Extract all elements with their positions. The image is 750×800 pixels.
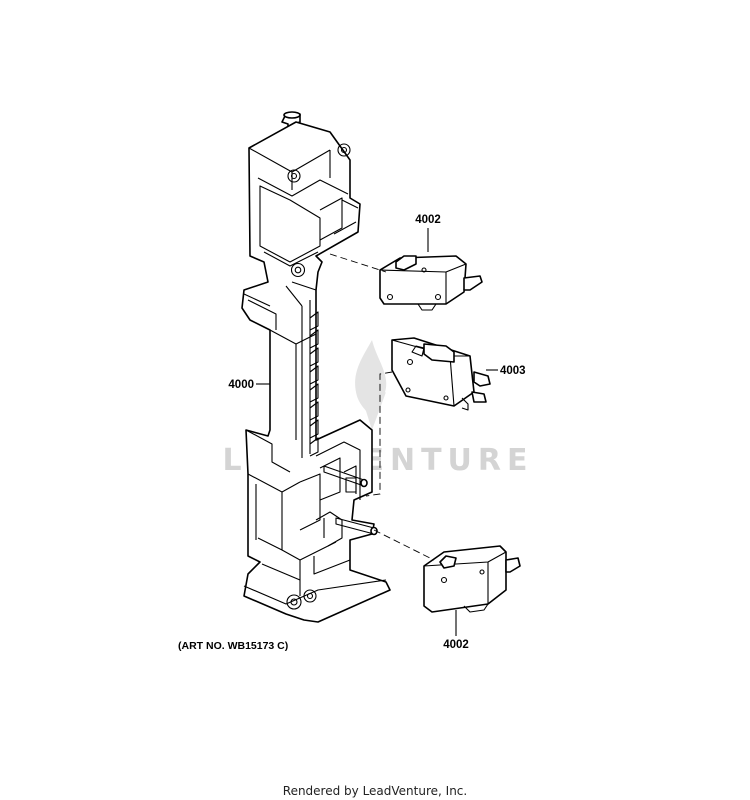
alignment-lines xyxy=(329,253,435,561)
door-switch-frame xyxy=(241,111,391,623)
render-credit: Rendered by LeadVenture, Inc. xyxy=(282,784,468,798)
leader-lines xyxy=(256,228,498,636)
frame-ribs xyxy=(309,311,319,457)
callout-4002-top: 4002 xyxy=(415,214,441,226)
callout-4003: 4003 xyxy=(500,365,526,377)
callout-4002-bottom: 4002 xyxy=(443,639,469,651)
switch-bottom xyxy=(423,545,521,613)
switch-middle xyxy=(391,337,491,411)
switch-top xyxy=(379,255,483,311)
watermark-flame-icon xyxy=(355,340,387,430)
art-number: (ART NO. WB15173 C) xyxy=(178,640,289,652)
callout-4000: 4000 xyxy=(228,379,254,391)
